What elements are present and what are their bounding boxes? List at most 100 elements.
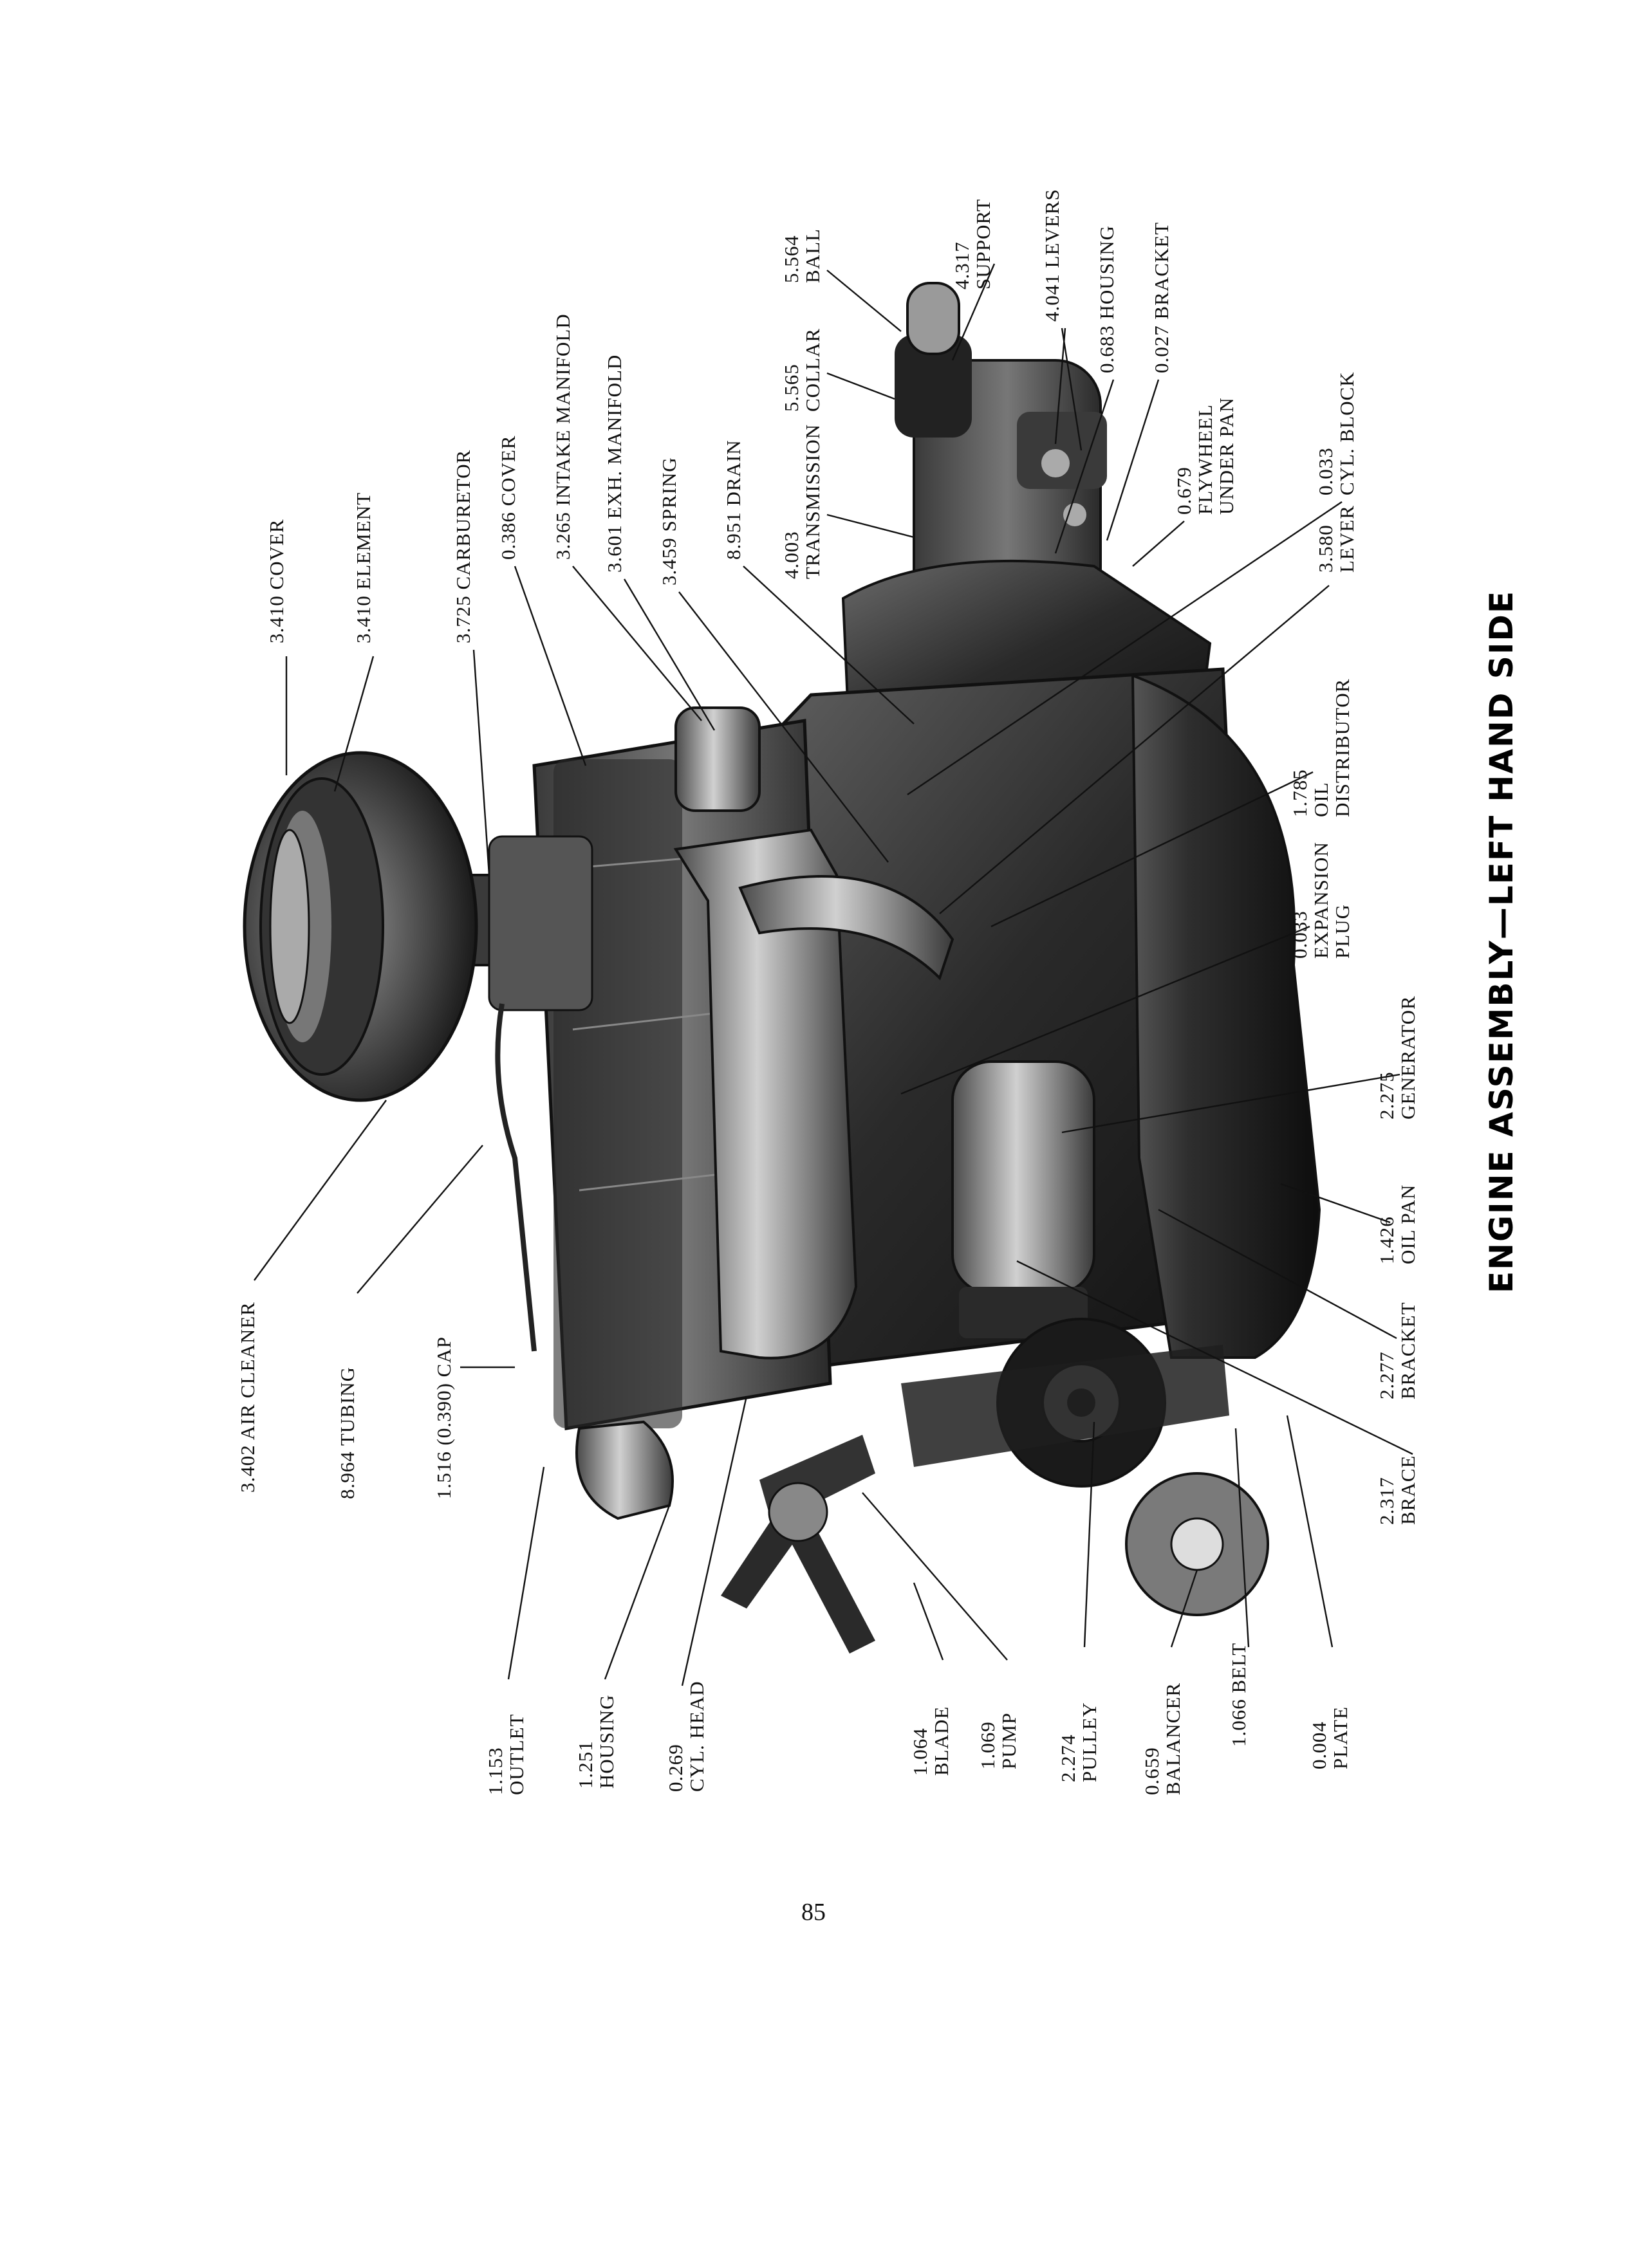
callout-line: 3.265 INTAKE MANIFOLD [552,313,574,560]
label-transmission: 4.003TRANSMISSION [780,424,824,579]
callout-line: 0.033 [1314,447,1337,495]
label-intake-manifold: 3.265 INTAKE MANIFOLD [552,313,574,560]
callout-line: 2.317 [1375,1477,1398,1525]
callout-line: 4.317 [951,241,973,290]
page-number: 85 [801,1899,826,1926]
callout-line: CYL. BLOCK [1335,371,1358,495]
generator-shape [951,1060,1095,1295]
callout-line: 3.402 AIR CLEANER [236,1302,259,1493]
label-expansion-plug: 0.033EXPANSIONPLUG [1288,842,1353,959]
callout-line: 5.565 [780,364,803,412]
exhaust-manifold-shape [673,828,858,1360]
callout-line: 8.964 TUBING [336,1367,358,1499]
label-bracket-0027: 0.027 BRACKET [1150,222,1173,373]
label-housing-1251: 1.251HOUSING [574,1695,618,1789]
callout-line: OIL [1310,782,1332,817]
callout-line: LEVER [1335,505,1358,573]
callout-line: 1.785 [1288,769,1311,817]
label-outlet: 1.153OUTLET [484,1713,528,1795]
callout-line: 2.275 [1375,1071,1398,1120]
callout-line: BRACE [1397,1455,1419,1525]
callout-line: 4.041 LEVERS [1041,189,1063,322]
callout-line: 1.064 [909,1728,931,1776]
callout-line: COLLAR [801,328,824,412]
callout-line: PLUG [1331,904,1353,959]
callout-line: 0.679 [1173,466,1195,515]
callout-line: FLYWHEEL [1194,404,1216,515]
callout-line: 5.564 [780,235,803,283]
label-housing-0683: 0.683 HOUSING [1095,225,1118,373]
callout-line: BALL [801,228,824,283]
callout-line: 1.066 BELT [1227,1643,1250,1747]
label-levers: 4.041 LEVERS [1041,189,1063,322]
callout-line: 2.274 [1057,1734,1079,1782]
callout-line: BALANCER [1162,1683,1184,1795]
label-cyl-head: 0.269CYL. HEAD [664,1681,708,1792]
callout-line: TRANSMISSION [801,424,824,579]
callout-line: CYL. HEAD [685,1681,708,1792]
callout-line: 0.033 [1288,910,1311,959]
label-cap: 1.516 (0.390) CAP [432,1336,455,1499]
leader-lines [254,263,1413,1686]
callout-line: BLADE [930,1706,953,1776]
label-tubing: 8.964 TUBING [336,1367,358,1499]
callout-line: 0.386 COVER [497,435,519,560]
callout-line: 0.004 [1308,1721,1330,1769]
callout-line: 3.459 SPRING [658,457,680,585]
callout-line: HOUSING [595,1695,618,1789]
callout-line: 1.426 [1375,1216,1398,1264]
callout-line: EXPANSION [1310,842,1332,959]
label-balancer: 0.659BALANCER [1140,1683,1184,1795]
tubing-shape [495,1003,537,1352]
callout-line: BRACKET [1397,1302,1419,1399]
label-belt: 1.066 BELT [1227,1643,1250,1747]
callout-line: 2.277 [1375,1351,1398,1399]
callout-line: 4.003 [780,531,803,579]
page-title: ENGINE ASSEMBLY—LEFT HAND SIDE [1483,590,1520,1293]
callout-line: 3.725 CARBURETOR [452,450,474,643]
callout-line: UNDER PAN [1215,397,1238,515]
oil-pan-shape [1131,674,1321,1359]
label-cover-0386: 0.386 COVER [497,435,519,560]
callout-line: 3.410 ELEMENT [352,492,375,643]
callout-line: DISTRIBUTOR [1331,679,1353,817]
callout-line: PULLEY [1078,1702,1101,1782]
front-assembly-shape [575,1318,1269,1654]
label-air-cleaner-cover: 3.410 COVER [265,519,288,643]
callout-line: PUMP [998,1713,1020,1769]
label-drain: 8.951 DRAIN [722,439,745,560]
label-air-cleaner: 3.402 AIR CLEANER [236,1302,259,1493]
label-air-cleaner-element: 3.410 ELEMENT [352,492,375,643]
label-plate: 0.004PLATE [1308,1706,1352,1769]
callout-line: 0.027 BRACKET [1150,222,1173,373]
callout-line: 3.410 COVER [265,519,288,643]
label-carburetor: 3.725 CARBURETOR [452,450,474,643]
callout-line: PLATE [1329,1706,1352,1769]
label-pump: 1.069PUMP [976,1713,1020,1769]
label-ball: 5.564BALL [780,228,824,283]
callout-line: 1.516 (0.390) CAP [432,1336,455,1499]
callout-line: SUPPORT [972,199,994,290]
label-collar: 5.565COLLAR [780,328,824,412]
label-oil-pan: 1.426OIL PAN [1375,1185,1419,1264]
label-lever: 3.580LEVER [1314,505,1358,573]
label-cyl-block: 0.033CYL. BLOCK [1314,371,1358,495]
label-support: 4.317SUPPORT [951,199,994,290]
callout-line: 1.251 [574,1740,597,1789]
callout-line: 1.153 [484,1747,507,1795]
label-blade: 1.064BLADE [909,1706,953,1776]
callout-line: OUTLET [505,1713,528,1795]
callout-line: 1.069 [976,1721,999,1769]
label-brace: 2.317BRACE [1375,1455,1419,1525]
label-spring: 3.459 SPRING [658,457,680,585]
callout-line: 3.601 EXH. MANIFOLD [603,355,626,573]
callout-line: 8.951 DRAIN [722,439,745,560]
callout-line: 3.580 [1314,524,1337,573]
label-oil-distributor: 1.785OILDISTRIBUTOR [1288,679,1353,817]
callout-line: 0.683 HOUSING [1095,225,1118,373]
callout-line: GENERATOR [1397,995,1419,1120]
label-pulley: 2.274PULLEY [1057,1702,1101,1782]
callout-line: 0.659 [1140,1747,1163,1795]
